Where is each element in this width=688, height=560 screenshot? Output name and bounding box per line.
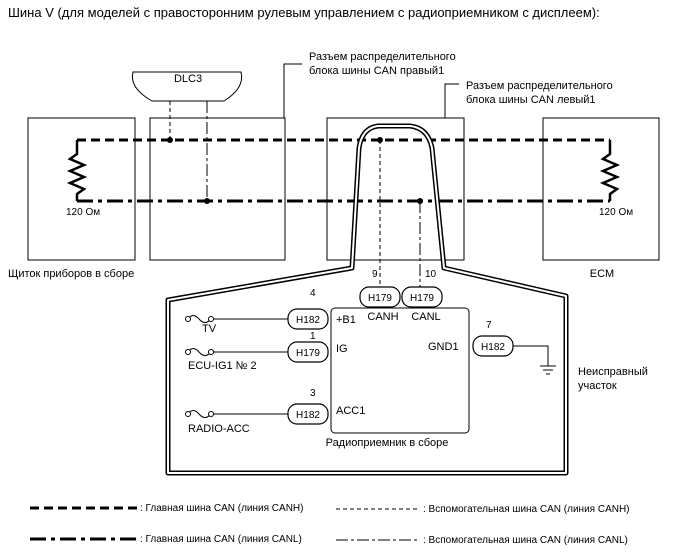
pin-b1-num: 4: [310, 288, 316, 299]
radio-assembly-label: Радиоприемник в сборе: [326, 437, 449, 449]
radio-canl-dot: [417, 198, 423, 204]
radio-canh-dot: [377, 137, 383, 143]
resistor-right-label: 120 Ом: [599, 207, 633, 218]
fuse-radio-acc-icon: [187, 410, 212, 418]
junction-right-label-line1: Разъем распределительного: [309, 51, 456, 63]
canh-junction-dot: [167, 137, 173, 143]
fuse-radio-acc-label: RADIO-ACC: [188, 423, 250, 435]
junction-left-leader: [444, 83, 459, 118]
junction-right-leader: [283, 63, 302, 118]
pin-canl-name: CANL: [411, 311, 440, 323]
radio-assembly-box: [330, 307, 470, 434]
fuse-ecu-ig1-label: ECU-IG1 № 2: [188, 360, 257, 372]
junction-left-label-line1: Разъем распределительного: [466, 80, 613, 92]
dlc3-label: DLC3: [174, 73, 202, 85]
junction-left-box: [326, 117, 465, 261]
pin-ig-name: IG: [336, 343, 348, 355]
combination-meter-label: Щиток приборов в сборе: [8, 268, 134, 280]
connector-b1-label: H182: [296, 315, 320, 326]
resistor-left-label: 120 Ом: [66, 207, 100, 218]
fault-area-outline-inner: [167, 125, 567, 474]
connector-canh: [359, 286, 401, 308]
legend-sub-canl: : Вспомогательная шина CAN (линия CANL): [423, 535, 628, 546]
ground-icon: [540, 365, 556, 375]
fuse-tv-icon: [187, 315, 212, 323]
ecm-box: [542, 117, 660, 261]
connector-ig: [287, 341, 329, 363]
legend-main-canh: : Главная шина CAN (линия CANH): [140, 503, 303, 514]
pin-ig-num: 1: [310, 331, 316, 342]
connector-b1: [287, 308, 329, 330]
canl-junction-dot: [204, 198, 210, 204]
fault-area-label-line1: Неисправный: [578, 366, 648, 378]
pin-b1-name: +B1: [336, 314, 356, 326]
connector-gnd1-label: H182: [481, 342, 505, 353]
pin-canl-num: 10: [425, 269, 437, 280]
pin-gnd1-name: GND1: [428, 341, 459, 353]
legend-sub-canh: : Вспомогательная шина CAN (линия CANH): [423, 504, 630, 515]
pin-canh-name: CANH: [367, 311, 398, 323]
junction-left-label-line2: блока шины CAN левый1: [466, 94, 596, 106]
pin-acc1-name: ACC1: [336, 405, 365, 417]
resistor-right-icon: [599, 140, 621, 201]
connector-canh-label: H179: [368, 293, 392, 304]
connector-canl: [401, 286, 443, 308]
combination-meter-box: [27, 117, 136, 261]
resistor-left-icon: [66, 140, 88, 201]
fuse-tv-label: TV: [202, 323, 217, 335]
connector-acc1-label: H182: [296, 410, 320, 421]
junction-right-label-line2: блока шины CAN правый1: [309, 65, 444, 77]
pin-gnd1-num: 7: [486, 320, 492, 331]
connector-acc1: [287, 403, 329, 425]
fuse-ecu-ig1-icon: [187, 348, 212, 356]
dlc3-connector: [131, 71, 243, 102]
pin-canh-num: 9: [372, 269, 378, 280]
fault-area-label-line2: участок: [578, 380, 617, 392]
diagram-title: Шина V (для моделей с правосторонним рул…: [8, 5, 600, 20]
connector-canl-label: H179: [410, 293, 434, 304]
connector-ig-label: H179: [296, 348, 320, 359]
legend-main-canl: : Главная шина CAN (линия CANL): [140, 534, 302, 545]
pin-acc1-num: 3: [310, 388, 316, 399]
junction-right-box: [149, 117, 286, 261]
ground-wire: [513, 345, 549, 366]
ecm-label: ECM: [590, 268, 614, 280]
